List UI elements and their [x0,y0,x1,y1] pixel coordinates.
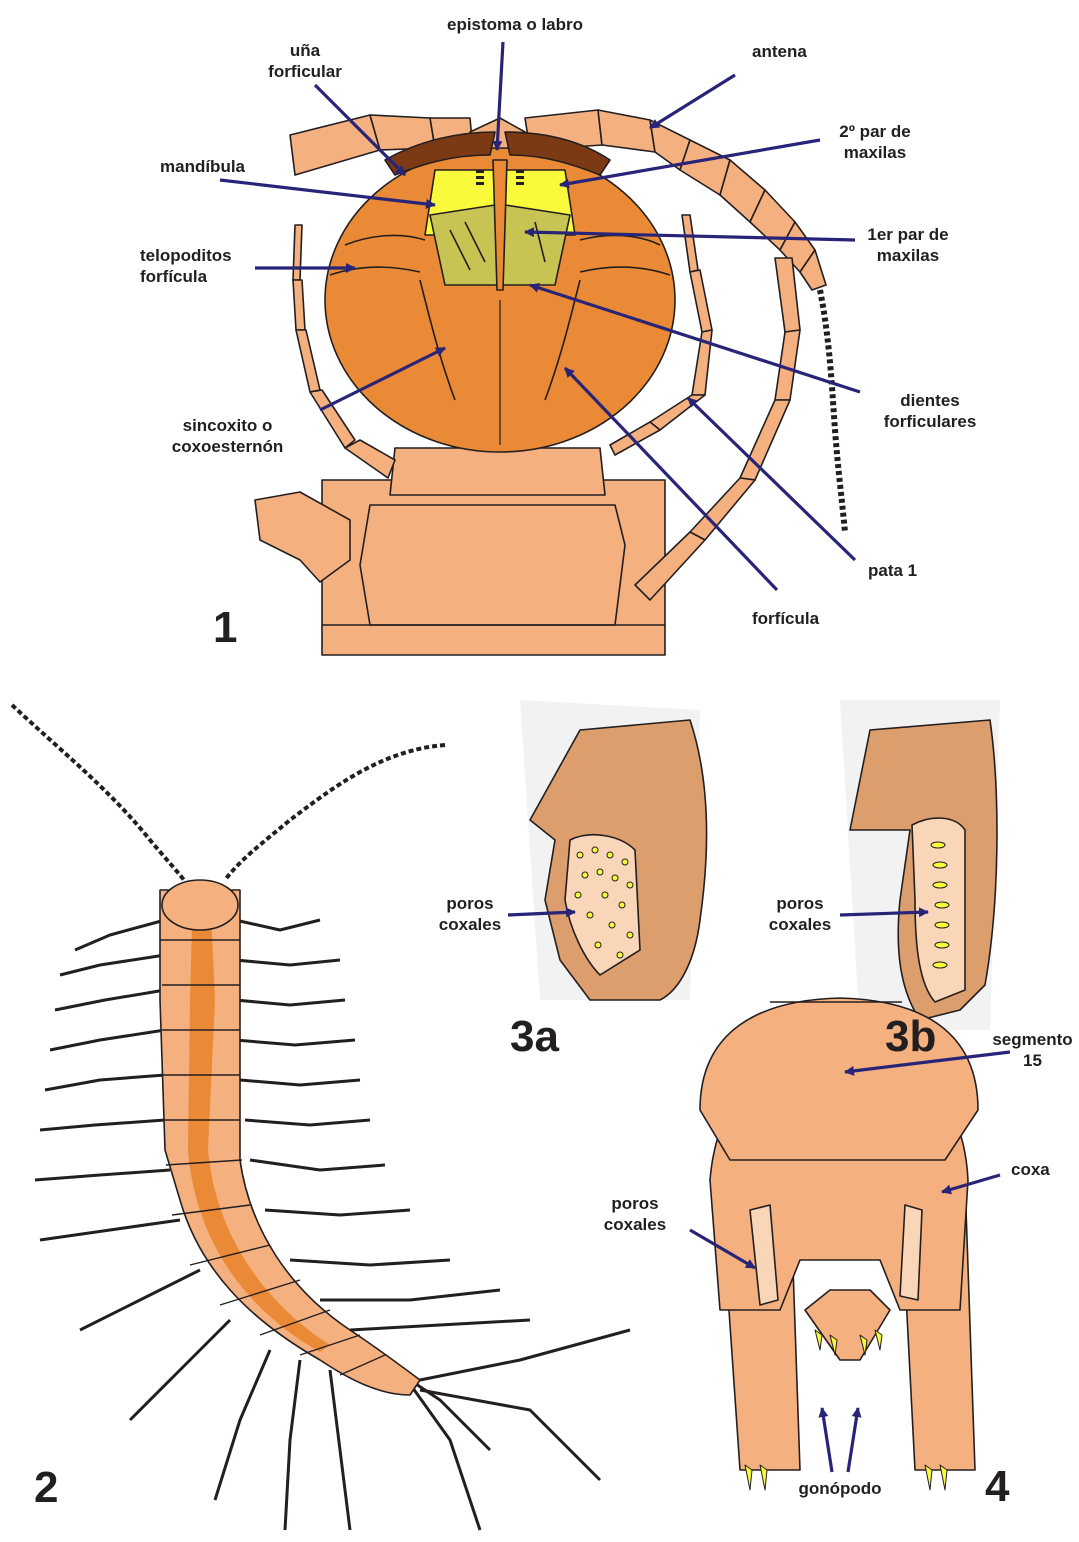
label-dientes-line1: dientes [855,390,1005,411]
label-poros-4-line2: coxales [590,1214,680,1235]
label-poros-3b-line2: coxales [755,914,845,935]
gonopods [805,1290,890,1360]
label-primer-par-line2: maxilas [848,245,968,266]
label-mandibula: mandíbula [160,156,245,177]
antenna-left-long [12,705,188,885]
antenna-left [290,115,380,175]
figure-1-head-ventral [255,110,845,655]
label-telopoditos-line1: telopoditos [140,245,232,266]
label-poros-3a-line1: poros [425,893,515,914]
arrow-gonopodo-left [822,1408,832,1472]
antenna-right-tip [820,290,845,532]
label-telopoditos-line2: forfícula [140,266,232,287]
label-coxa: coxa [1011,1159,1050,1180]
head-2 [162,880,238,930]
figure-number-3b: 3b [885,1015,936,1059]
label-dientes-line2: forficulares [855,411,1005,432]
figure-3a-coxa [520,700,707,1000]
label-segmento-line2: 15 [985,1050,1079,1071]
label-segundo-par-line1: 2º par de [815,121,935,142]
label-segmento-line1: segmento [985,1029,1079,1050]
antenna-right-long [225,745,445,880]
label-poros-3a-line2: coxales [425,914,515,935]
legs-right [235,920,630,1530]
label-epistoma: epistoma o labro [420,14,610,35]
label-gonopodo: gonópodo [780,1478,900,1499]
label-telopoditos: telopoditos forfícula [140,245,232,287]
figure-3b-coxa [840,700,1000,1030]
figure-4-terminal-segment [700,998,978,1490]
label-sincoxito-line2: coxoesternón [160,436,295,457]
label-antena: antena [752,41,807,62]
label-sincoxito-line1: sincoxito o [160,415,295,436]
figure-number-1: 1 [213,606,237,650]
figure-number-4: 4 [985,1465,1009,1509]
figure-number-3a: 3a [510,1015,559,1059]
sternite-large [360,505,625,625]
label-primer-par: 1er par de maxilas [848,224,968,266]
label-forficula: forfícula [752,608,819,629]
sternite-small [390,448,605,495]
arrow-gonopodo-right [848,1408,858,1472]
label-sincoxito: sincoxito o coxoesternón [160,415,295,457]
label-segundo-par-line2: maxilas [815,142,935,163]
figure-number-2: 2 [34,1466,58,1510]
label-poros-coxales-3b: poros coxales [755,893,845,935]
label-poros-4-line1: poros [590,1193,680,1214]
arrow-antena [650,75,735,128]
label-segundo-par: 2º par de maxilas [815,121,935,163]
label-poros-3b-line1: poros [755,893,845,914]
label-una-forficular: uña forficular [255,40,355,82]
label-poros-coxales-3a: poros coxales [425,893,515,935]
label-una-forficular-line2: forficular [255,61,355,82]
label-poros-coxales-4: poros coxales [590,1193,680,1235]
label-dientes: dientes forficulares [855,390,1005,432]
label-segmento-15: segmento 15 [985,1029,1079,1071]
label-primer-par-line1: 1er par de [848,224,968,245]
label-pata-1: pata 1 [868,560,917,581]
label-una-forficular-line1: uña [255,40,355,61]
